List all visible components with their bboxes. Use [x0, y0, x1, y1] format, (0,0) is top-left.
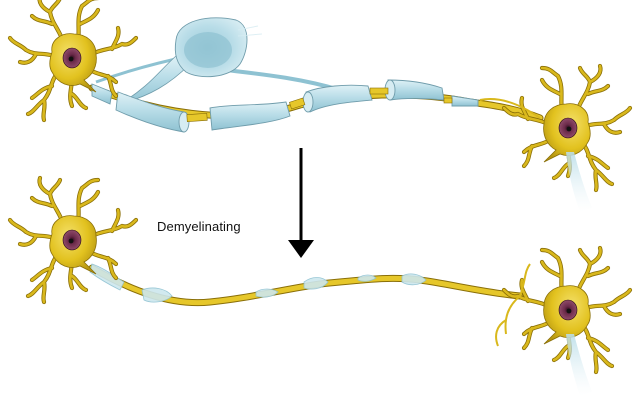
demyelinating-label: Demyelinating — [157, 219, 241, 234]
schwann-cell — [95, 17, 341, 105]
myelinated-neuron-pair — [10, 0, 630, 212]
demyelinating-arrow — [288, 148, 314, 258]
demyelinated-neuron-pair — [10, 178, 630, 396]
myelin-remnants — [89, 263, 427, 303]
nodes-of-ranvier — [186, 87, 453, 123]
myelin-sheath-segments — [91, 79, 479, 133]
